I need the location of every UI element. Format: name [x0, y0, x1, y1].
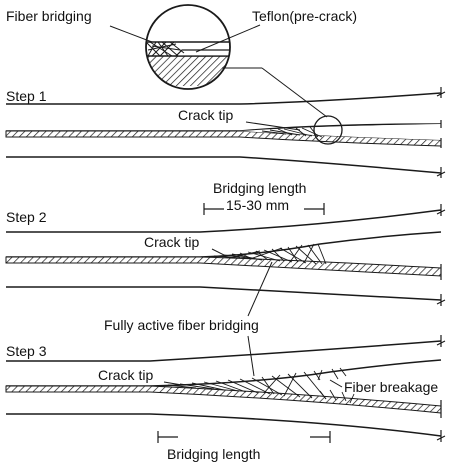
step1-crack-tip-label: Crack tip [178, 107, 233, 123]
fiber-breakage-label: Fiber breakage [344, 379, 438, 395]
fully-active-leader-up [247, 261, 273, 317]
step2-crack-tip-label: Crack tip [144, 234, 199, 250]
zoom-detail [145, 4, 231, 90]
bridging-length-bottom-label: Bridging length [167, 446, 260, 462]
zoom-connector-d [261, 67, 328, 118]
step2-specimen: Step 2 [5, 204, 446, 306]
step2-label: Step 2 [6, 209, 47, 225]
step3-specimen: Step 3 [5, 335, 446, 442]
step1-specimen: Step 1 [5, 87, 446, 178]
fiber-bridging-label: Fiber bridging [6, 8, 92, 24]
step3-crack-tip-label: Crack tip [98, 367, 153, 383]
fully-active-label: Fully active fiber bridging [104, 317, 259, 333]
bridging-length-top-dimension [203, 203, 325, 215]
teflon-leader [195, 24, 261, 53]
step1-crack-tip-leader [245, 121, 301, 131]
fully-active-leader-down [247, 335, 255, 377]
step1-crack-tip-circle [313, 115, 343, 145]
zoom-circle [145, 4, 231, 90]
step1-label: Step 1 [6, 88, 47, 104]
bridging-length-top-label: Bridging length [213, 180, 306, 196]
bridging-length-bottom-dimension [157, 431, 331, 443]
fiber-bridging-leader [109, 25, 153, 43]
teflon-label: Teflon(pre-crack) [252, 8, 357, 24]
bridging-range-label: 15-30 mm [226, 197, 289, 213]
step3-crack-tip-leader [163, 381, 183, 386]
step2-crack-tip-leader [211, 248, 227, 257]
step3-label: Step 3 [6, 343, 47, 359]
fiber-breakage-leader [329, 379, 343, 388]
